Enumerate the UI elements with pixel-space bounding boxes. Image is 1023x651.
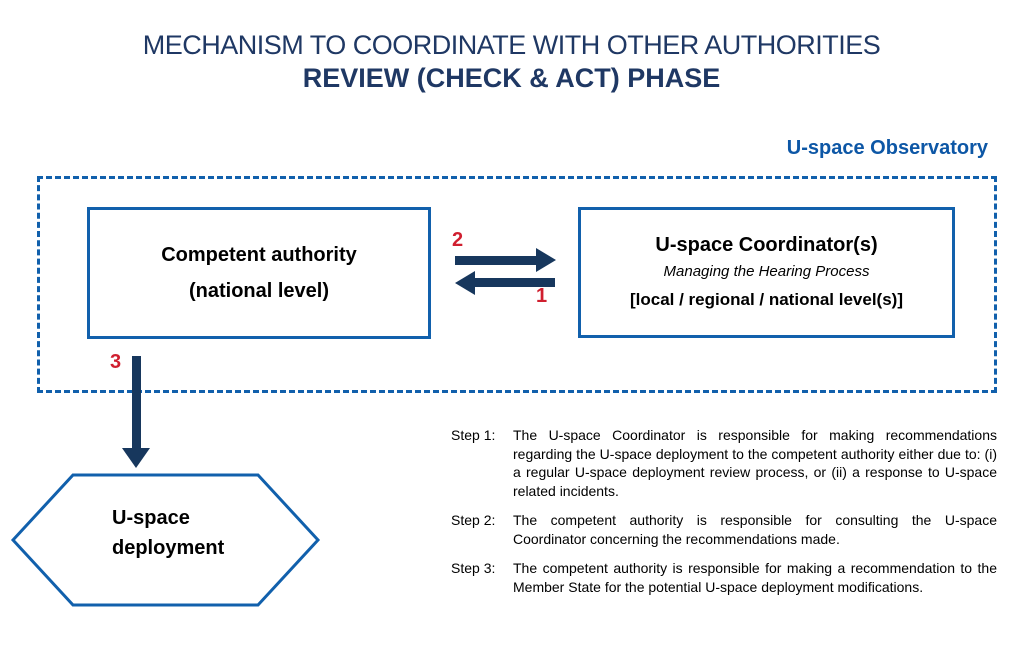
step-3-label: Step 3: — [451, 560, 496, 576]
deployment-hexagon-label: U-space deployment — [112, 503, 224, 563]
arrow-step2-head-right-icon — [536, 248, 556, 272]
observatory-label: U-space Observatory — [786, 137, 988, 159]
arrow-step1-shaft — [475, 278, 555, 287]
step-1-text: The U-space Coordinator is responsible f… — [513, 427, 997, 499]
coordinator-levels: [local / regional / national level(s)] — [629, 289, 903, 309]
competent-authority-box: Competent authority (national level) — [87, 207, 431, 339]
arrow-step3-shaft — [132, 356, 141, 448]
deployment-label-line-1: U-space — [112, 507, 190, 529]
arrow-step2-shaft — [455, 256, 536, 265]
step-1-row: Step 1: The U-space Coordinator is respo… — [451, 426, 997, 500]
step-3-row: Step 3: The competent authority is respo… — [451, 559, 997, 596]
arrow-step3-number: 3 — [110, 351, 122, 373]
uspace-coordinator-box: U-space Coordinator(s) Managing the Hear… — [578, 207, 955, 338]
competent-authority-level: (national level) — [188, 280, 330, 302]
deployment-label-line-2: deployment — [112, 537, 225, 559]
page-title: MECHANISM TO COORDINATE WITH OTHER AUTHO… — [0, 29, 1023, 95]
title-line-1: MECHANISM TO COORDINATE WITH OTHER AUTHO… — [142, 30, 881, 60]
step-2-text: The competent authority is responsible f… — [513, 512, 997, 547]
arrow-step1-head-left-icon — [455, 271, 475, 295]
coordinator-subtitle: Managing the Hearing Process — [663, 262, 870, 280]
steps-description-block: Step 1: The U-space Coordinator is respo… — [451, 426, 997, 607]
observatory-dashed-boundary — [37, 176, 997, 393]
deployment-hexagon-shape — [10, 473, 321, 607]
step-2-label: Step 2: — [451, 512, 496, 528]
step-2-row: Step 2: The competent authority is respo… — [451, 511, 997, 548]
title-line-2: REVIEW (CHECK & ACT) PHASE — [302, 63, 721, 93]
arrow-step2-number: 2 — [452, 229, 464, 251]
step-3-text: The competent authority is responsible f… — [513, 560, 997, 595]
arrow-step1-number: 1 — [536, 285, 548, 307]
coordinator-title: U-space Coordinator(s) — [655, 233, 878, 256]
step-1-label: Step 1: — [451, 427, 496, 443]
competent-authority-title: Competent authority — [161, 244, 357, 266]
arrow-step3-head-down-icon — [122, 448, 150, 468]
deployment-hexagon — [10, 471, 322, 609]
